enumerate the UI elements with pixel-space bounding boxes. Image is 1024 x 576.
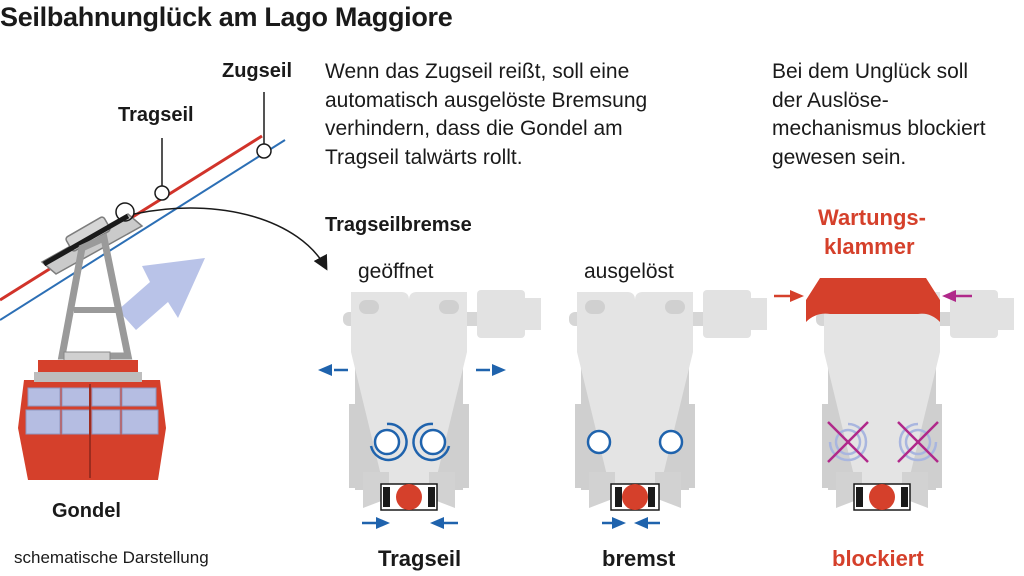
brake-blocked bbox=[816, 290, 1014, 511]
attach-circle bbox=[115, 202, 135, 222]
detail-pointer bbox=[133, 207, 328, 271]
tragseil-circle bbox=[154, 185, 170, 201]
zugseil-circle bbox=[256, 143, 272, 159]
label-zugseil: Zugseil bbox=[222, 60, 293, 82]
hanger bbox=[57, 232, 133, 360]
wartungsklammer bbox=[806, 278, 940, 322]
clamp-arrows-icon bbox=[774, 290, 972, 302]
clamp-label-line1: Wartungs- bbox=[818, 205, 926, 230]
clamp-label-line2: klammer bbox=[824, 234, 915, 259]
brake-heading: Tragseilbremse bbox=[325, 214, 472, 236]
brake-triggered bbox=[569, 290, 767, 511]
caption-blockiert: blockiert bbox=[832, 546, 924, 571]
page-title: Seilbahnunglück am Lago Maggiore bbox=[0, 2, 453, 32]
caption-tragseil: Tragseil bbox=[378, 546, 462, 571]
label-gondel: Gondel bbox=[52, 500, 121, 522]
state-triggered-label: ausgelöst bbox=[584, 260, 674, 283]
caption-bremst: bremst bbox=[602, 546, 676, 571]
explanation-text: Wenn das Zugseil reißt, soll eine automa… bbox=[325, 60, 648, 169]
caption-schematic: schematische Darstellung bbox=[14, 548, 209, 567]
state-open-label: geöffnet bbox=[358, 260, 434, 283]
direction-arrow-icon bbox=[118, 258, 205, 330]
brake-open bbox=[343, 290, 541, 511]
triggered-arrows-icon bbox=[602, 517, 660, 529]
accident-text: Bei dem Unglück soll der Auslöse-mechani… bbox=[772, 60, 986, 169]
zugseil-cable bbox=[0, 139, 286, 321]
open-arrows-icon bbox=[318, 364, 506, 529]
label-tragseil: Tragseil bbox=[118, 104, 194, 126]
